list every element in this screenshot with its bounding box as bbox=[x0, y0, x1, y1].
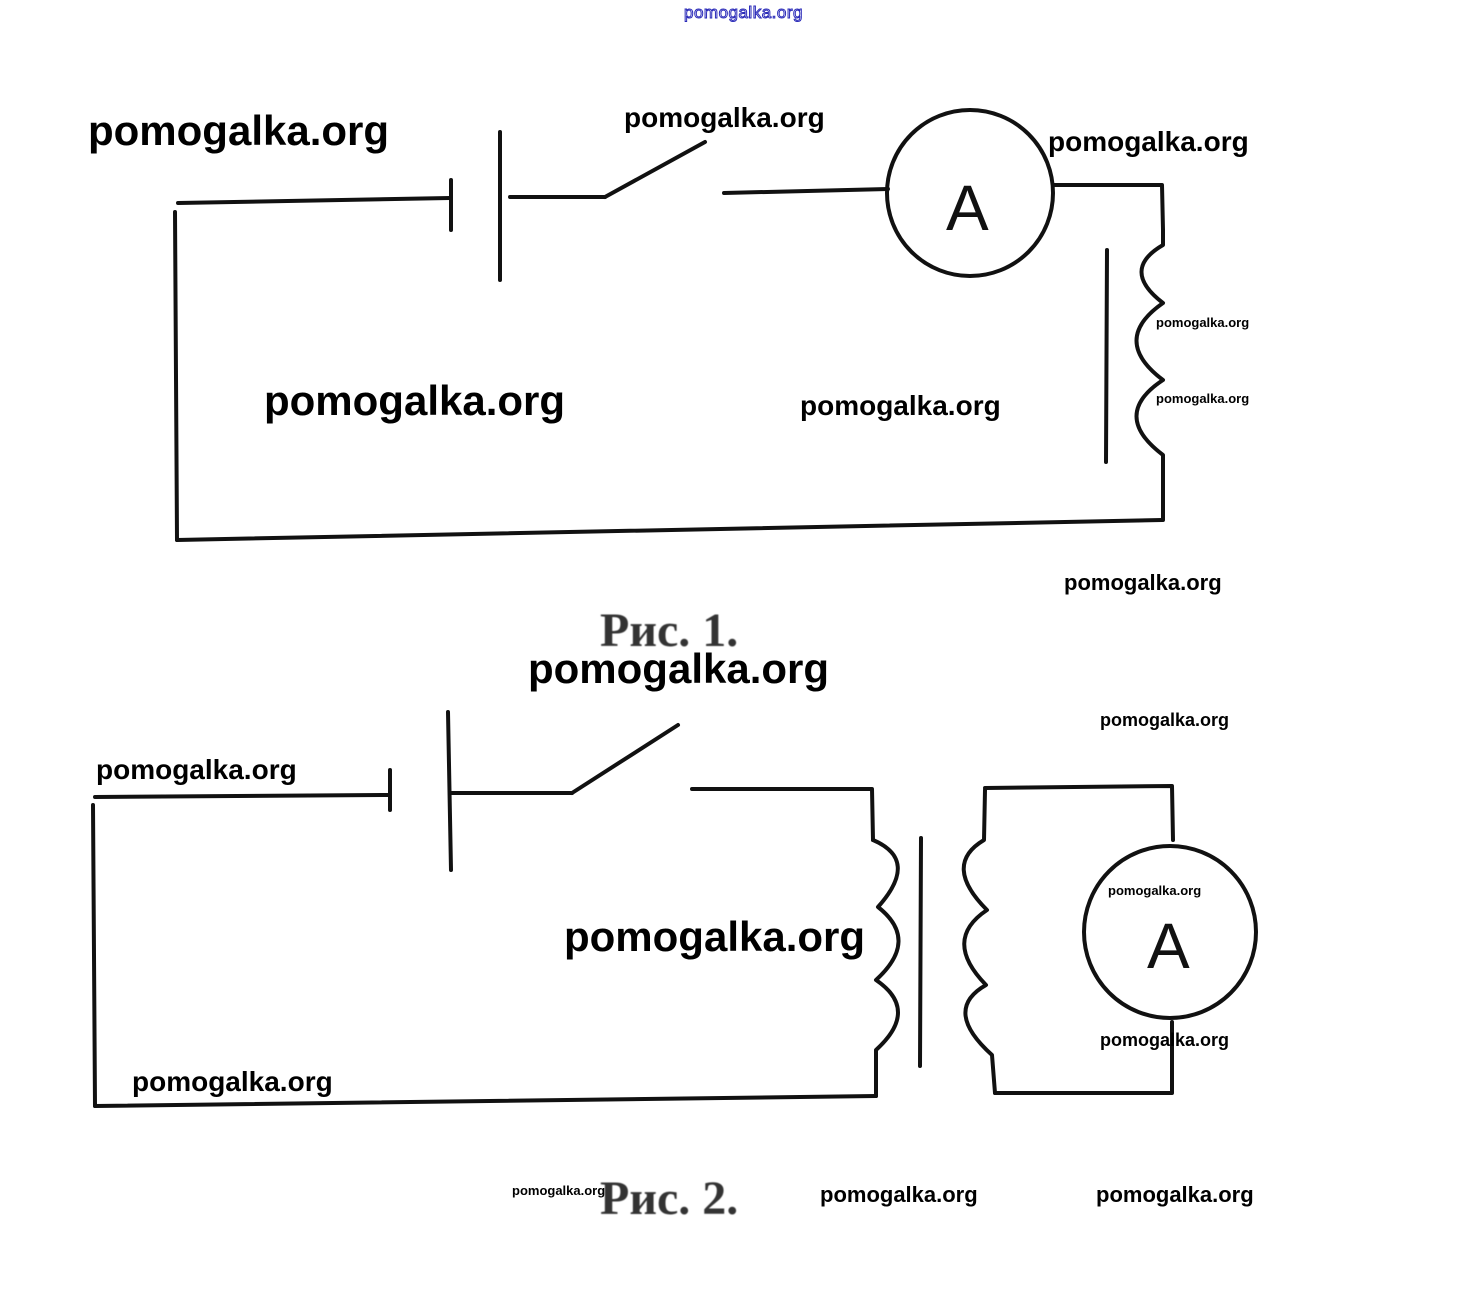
figure-2-circuit: A bbox=[91, 710, 1258, 1108]
fig2-secondary-coil bbox=[961, 788, 997, 1095]
watermark: pomogalka.org bbox=[624, 102, 825, 133]
watermark: pomogalka.org bbox=[1100, 710, 1230, 730]
watermark: pomogalka.org bbox=[1156, 315, 1250, 330]
watermark: pomogalka.org bbox=[132, 1066, 333, 1097]
watermark: pomogalka.org bbox=[800, 390, 1001, 421]
fig1-wire-switch-ammeter bbox=[722, 187, 890, 195]
fig2-wire-secondary-bottom bbox=[993, 1020, 1174, 1095]
fig1-coil bbox=[1134, 228, 1165, 522]
figure-2-caption: Рис. 2. bbox=[600, 1172, 739, 1225]
fig2-switch-blade bbox=[570, 723, 680, 795]
fig1-wire-ammeter-coil bbox=[1051, 183, 1165, 232]
watermark: pomogalka.org bbox=[1100, 1030, 1230, 1050]
watermark: pomogalka.org bbox=[1064, 570, 1222, 595]
watermark: pomogalka.org bbox=[512, 1183, 606, 1198]
watermark: pomogalka.org bbox=[1108, 883, 1202, 898]
watermark: pomogalka.org bbox=[264, 377, 566, 424]
fig2-transformer-core bbox=[918, 836, 923, 1068]
watermark: pomogalka.org bbox=[88, 107, 390, 154]
fig2-wire-secondary-top bbox=[983, 784, 1175, 842]
watermark: pomogalka.org bbox=[820, 1182, 978, 1207]
fig2-wire-switch-primary bbox=[690, 787, 875, 842]
fig1-ammeter-letter: A bbox=[946, 172, 989, 244]
fig1-wire-top-left bbox=[176, 196, 452, 205]
fig1-wire-bottom bbox=[175, 518, 1164, 542]
figure-1-caption: Рис. 1. bbox=[600, 604, 739, 657]
figure-1-circuit: A bbox=[173, 108, 1165, 542]
fig1-wire-left bbox=[173, 210, 179, 542]
watermark: pomogalka.org bbox=[1096, 1182, 1254, 1207]
fig2-primary-coil bbox=[871, 838, 901, 1098]
watermark: pomogalka.org bbox=[1156, 391, 1250, 406]
fig1-ammeter-circle bbox=[885, 108, 1055, 278]
fig1-coil-core bbox=[1104, 248, 1109, 464]
fig1-switch-blade bbox=[603, 140, 707, 199]
watermark: pomogalka.org bbox=[96, 754, 297, 785]
header-watermark: pomogalka.org bbox=[684, 3, 803, 22]
fig2-wire-bottom bbox=[93, 1094, 878, 1108]
fig2-ammeter-circle bbox=[1082, 844, 1258, 1020]
watermark: pomogalka.org bbox=[1048, 126, 1249, 157]
fig2-wire-left bbox=[91, 803, 97, 1108]
fig2-wire-top-left bbox=[93, 793, 390, 799]
watermark: pomogalka.org bbox=[564, 913, 866, 960]
watermark: pomogalka.org bbox=[528, 645, 830, 692]
fig2-battery-long-plate bbox=[446, 710, 453, 872]
fig2-ammeter-letter: A bbox=[1147, 910, 1190, 982]
